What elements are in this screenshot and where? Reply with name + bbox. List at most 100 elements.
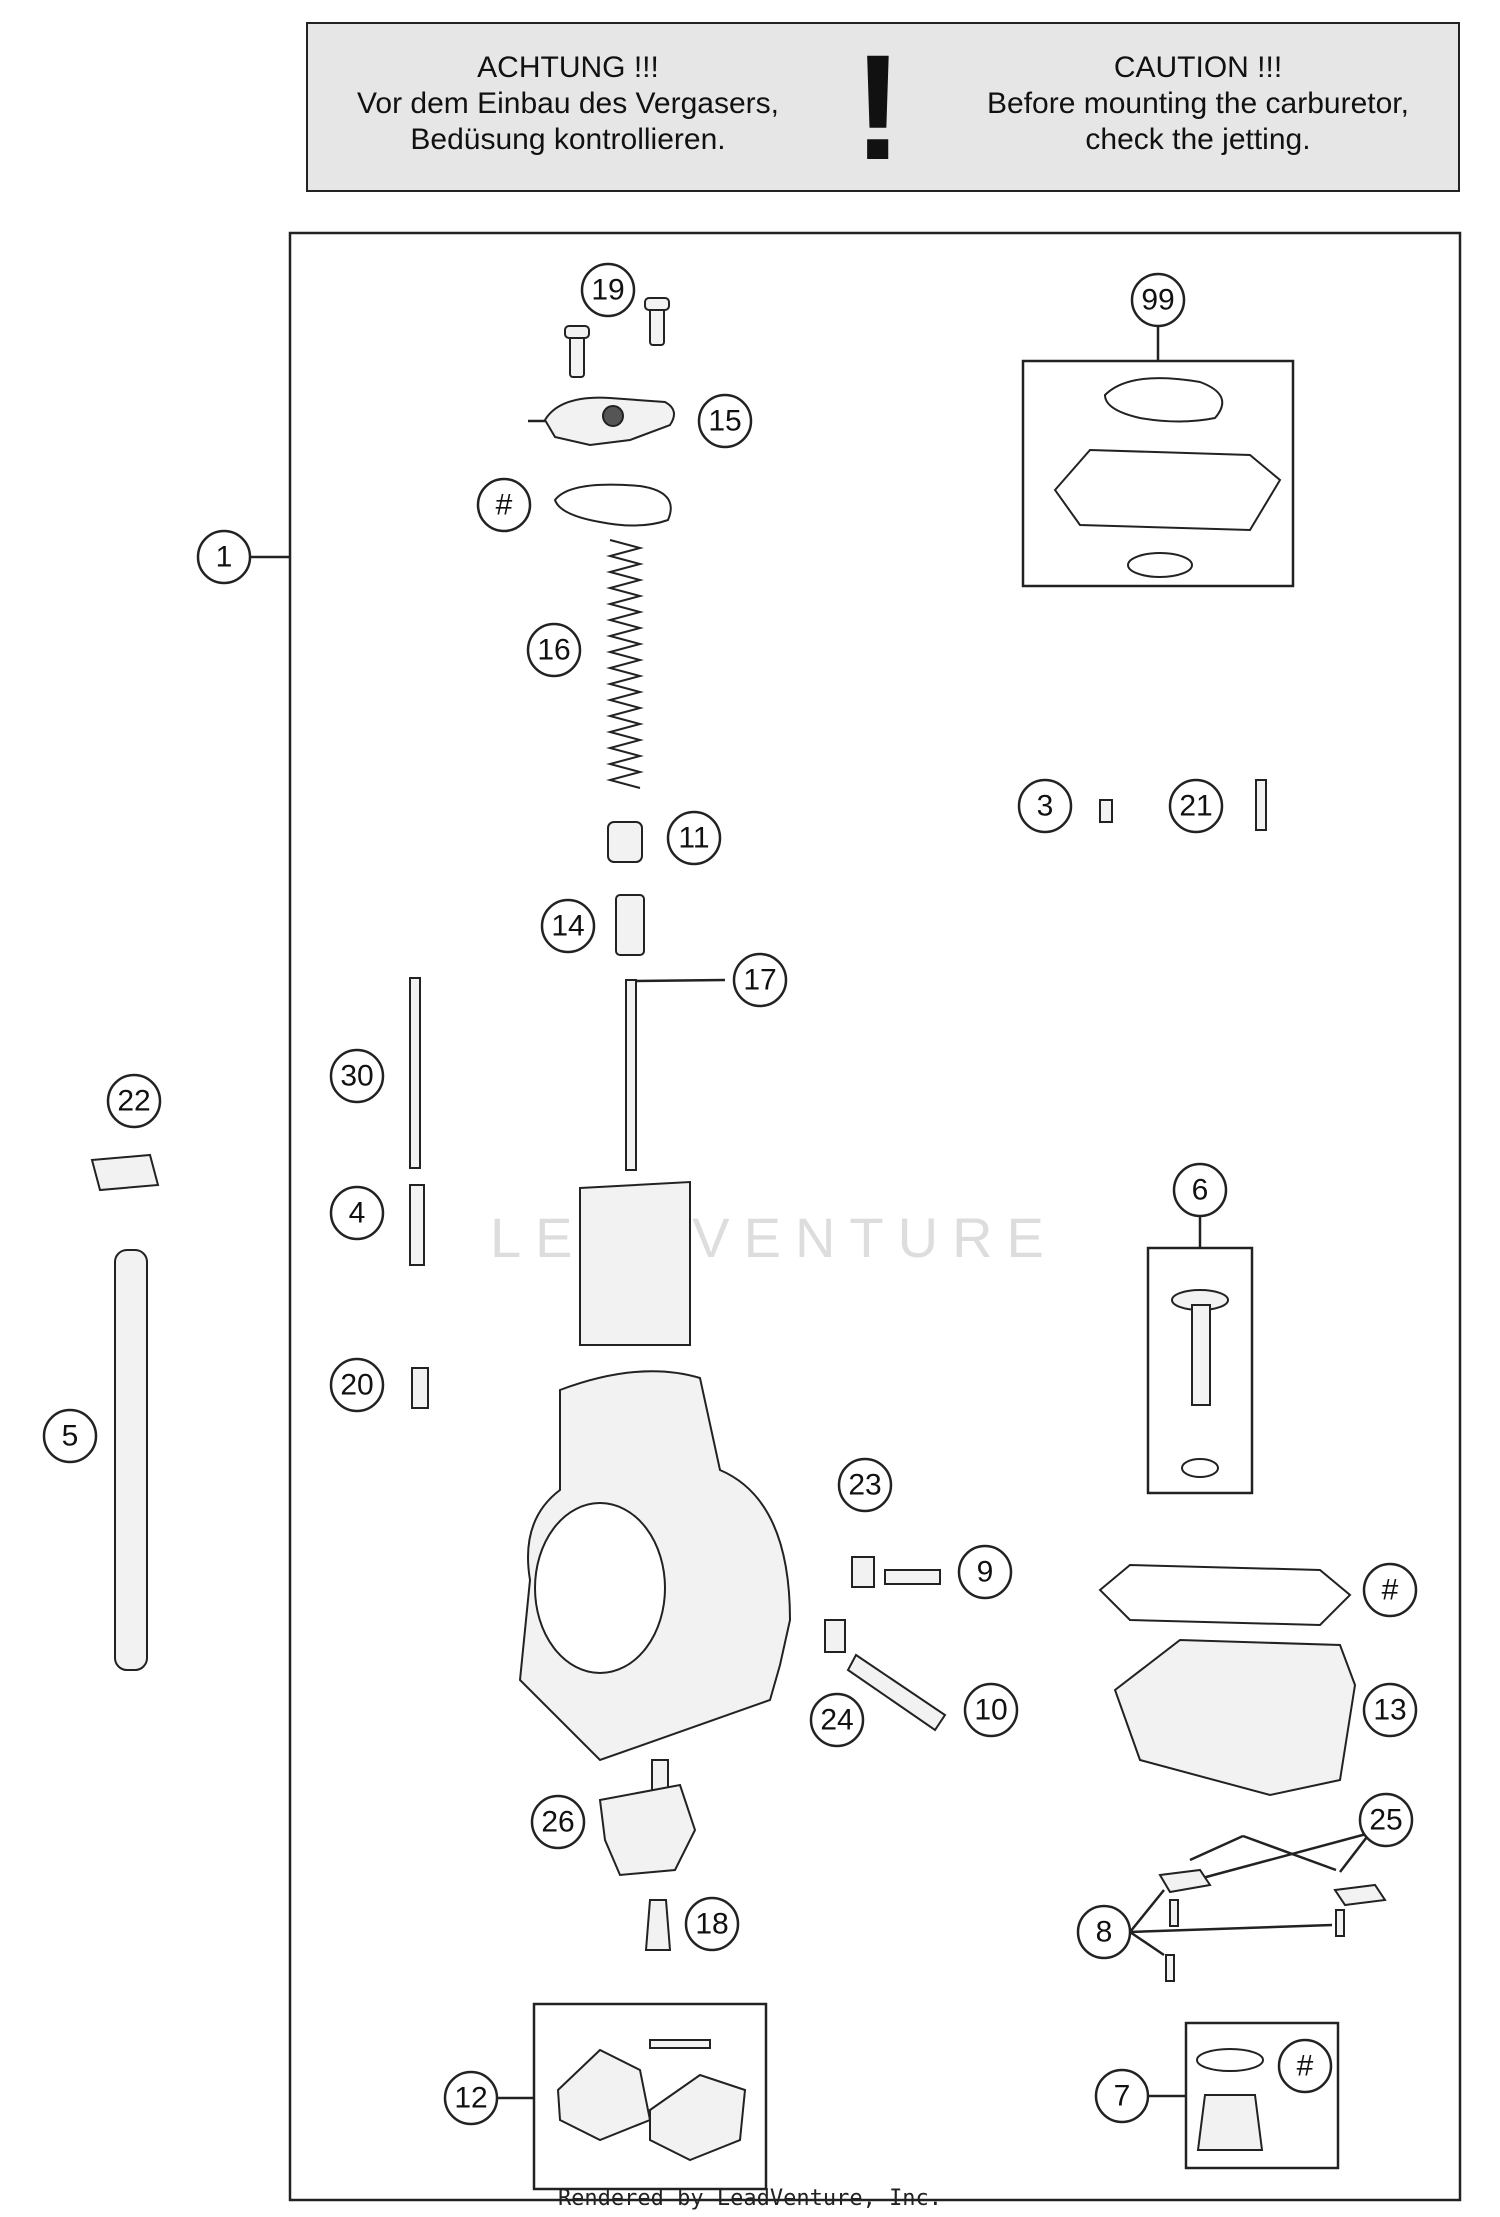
svg-text:#: # bbox=[496, 489, 513, 522]
warning-english-title: CAUTION !!! bbox=[1113, 51, 1283, 84]
svg-text:11: 11 bbox=[678, 822, 709, 855]
assembly-frame bbox=[288, 231, 1462, 2202]
bowl-screw-part bbox=[1165, 1954, 1175, 1982]
svg-text:3: 3 bbox=[1037, 790, 1054, 823]
callout-20: 20 bbox=[329, 1357, 385, 1413]
warning-german-title: ACHTUNG !!! bbox=[477, 51, 659, 84]
drain-screw-part bbox=[651, 1759, 669, 1791]
callout-22: 22 bbox=[106, 1073, 162, 1129]
svg-text:14: 14 bbox=[551, 910, 584, 943]
callout-24: 24 bbox=[809, 1692, 865, 1748]
callout-11: 11 bbox=[666, 810, 722, 866]
svg-text:18: 18 bbox=[695, 1908, 728, 1941]
callout-8: 8 bbox=[1076, 1904, 1132, 1960]
drain-o-ring-part bbox=[1196, 2048, 1264, 2072]
callout-25: 25 bbox=[1358, 1792, 1414, 1848]
needle-part-30 bbox=[409, 977, 421, 1169]
callout-15: 15 bbox=[697, 393, 753, 449]
callout-10: 10 bbox=[963, 1682, 1019, 1738]
plate-part bbox=[1158, 1868, 1212, 1894]
gasket-ring-part bbox=[1103, 377, 1224, 423]
callout-21: 21 bbox=[1168, 778, 1224, 834]
callout-16: 16 bbox=[526, 622, 582, 678]
callout-6: 6 bbox=[1172, 1162, 1228, 1218]
callout-7: 7 bbox=[1094, 2068, 1150, 2124]
svg-text:7: 7 bbox=[1114, 2080, 1131, 2113]
callout-26: 26 bbox=[530, 1794, 586, 1850]
callout-12: 12 bbox=[443, 2070, 499, 2126]
svg-text:#: # bbox=[1382, 1574, 1399, 1607]
callout-5: 5 bbox=[42, 1408, 98, 1464]
jet-part-21 bbox=[1255, 779, 1267, 831]
callout-18: 18 bbox=[684, 1896, 740, 1952]
spring-seat-part bbox=[607, 821, 643, 863]
footer-credit: Rendered by LeadVenture, Inc. bbox=[557, 2186, 943, 2211]
svg-text:24: 24 bbox=[820, 1704, 853, 1737]
bowl-screw-part bbox=[1335, 1909, 1345, 1937]
callout-13: 13 bbox=[1362, 1682, 1418, 1738]
main-jet-part bbox=[411, 1367, 429, 1409]
spring-24-part bbox=[824, 1619, 846, 1653]
throttle-valve-cover-part bbox=[598, 1783, 697, 1877]
throttle-slide-part bbox=[579, 1180, 691, 1346]
cover-hole bbox=[602, 405, 624, 427]
cover-gasket-part bbox=[553, 483, 672, 527]
callout-hash-2: # bbox=[1362, 1562, 1418, 1618]
svg-text:30: 30 bbox=[340, 1060, 373, 1093]
warning-box: ACHTUNG !!! Vor dem Einbau des Vergasers… bbox=[306, 22, 1460, 192]
warning-german-line: Bedüsung kontrollieren. bbox=[410, 123, 726, 156]
needle-jet-part bbox=[409, 1184, 425, 1266]
jet-needle-part bbox=[625, 979, 637, 1171]
svg-text:1: 1 bbox=[216, 541, 233, 574]
callout-hash-1: # bbox=[476, 477, 532, 533]
exclamation-icon: ! bbox=[853, 23, 903, 191]
idle-screw-part bbox=[846, 1653, 947, 1732]
float-bowl-gasket-part bbox=[1053, 448, 1282, 532]
callout-99: 99 bbox=[1130, 272, 1186, 328]
callout-19: 19 bbox=[580, 262, 636, 318]
needle-clip-holder-part bbox=[615, 894, 645, 956]
float-bowl-part bbox=[1113, 1638, 1357, 1797]
jet-part-3 bbox=[1099, 799, 1113, 823]
svg-text:5: 5 bbox=[62, 1420, 79, 1453]
screw-head bbox=[564, 325, 590, 339]
bowl-gasket-part bbox=[1098, 1563, 1352, 1627]
warning-english: CAUTION !!! Before mounting the carburet… bbox=[958, 50, 1438, 158]
callout-4: 4 bbox=[329, 1185, 385, 1241]
svg-text:20: 20 bbox=[340, 1369, 373, 1402]
warning-english-line: check the jetting. bbox=[1085, 123, 1311, 156]
callout-hash-3: # bbox=[1277, 2038, 1333, 2094]
svg-text:12: 12 bbox=[454, 2082, 487, 2115]
screw-head bbox=[644, 297, 670, 311]
callout-9: 9 bbox=[957, 1544, 1013, 1600]
warning-german-line: Vor dem Einbau des Vergasers, bbox=[357, 87, 779, 120]
svg-text:9: 9 bbox=[977, 1556, 994, 1589]
callout-1: 1 bbox=[196, 529, 252, 585]
choke-o-ring-part bbox=[1181, 1458, 1219, 1478]
svg-text:19: 19 bbox=[591, 274, 624, 307]
svg-text:4: 4 bbox=[349, 1197, 366, 1230]
svg-text:26: 26 bbox=[541, 1806, 574, 1839]
float-part bbox=[649, 2073, 747, 2162]
vent-hose-part bbox=[114, 1249, 148, 1671]
o-ring-part bbox=[1127, 552, 1193, 578]
svg-text:15: 15 bbox=[708, 405, 741, 438]
svg-text:6: 6 bbox=[1192, 1174, 1209, 1207]
clamp-part bbox=[90, 1153, 160, 1192]
callout-23: 23 bbox=[837, 1457, 893, 1513]
float-pin-part bbox=[649, 2039, 711, 2049]
svg-text:99: 99 bbox=[1141, 284, 1174, 317]
svg-text:25: 25 bbox=[1369, 1804, 1402, 1837]
drain-plug-part bbox=[1196, 2094, 1264, 2151]
svg-text:#: # bbox=[1297, 2050, 1314, 2083]
svg-text:17: 17 bbox=[743, 964, 776, 997]
svg-text:22: 22 bbox=[117, 1085, 150, 1118]
svg-text:13: 13 bbox=[1373, 1694, 1406, 1727]
callout-3: 3 bbox=[1017, 778, 1073, 834]
float-part bbox=[556, 2048, 652, 2142]
choke-plunger-part bbox=[1191, 1304, 1211, 1406]
float-box bbox=[532, 2002, 768, 2191]
float-needle-part bbox=[644, 1899, 672, 1951]
svg-text:16: 16 bbox=[537, 634, 570, 667]
